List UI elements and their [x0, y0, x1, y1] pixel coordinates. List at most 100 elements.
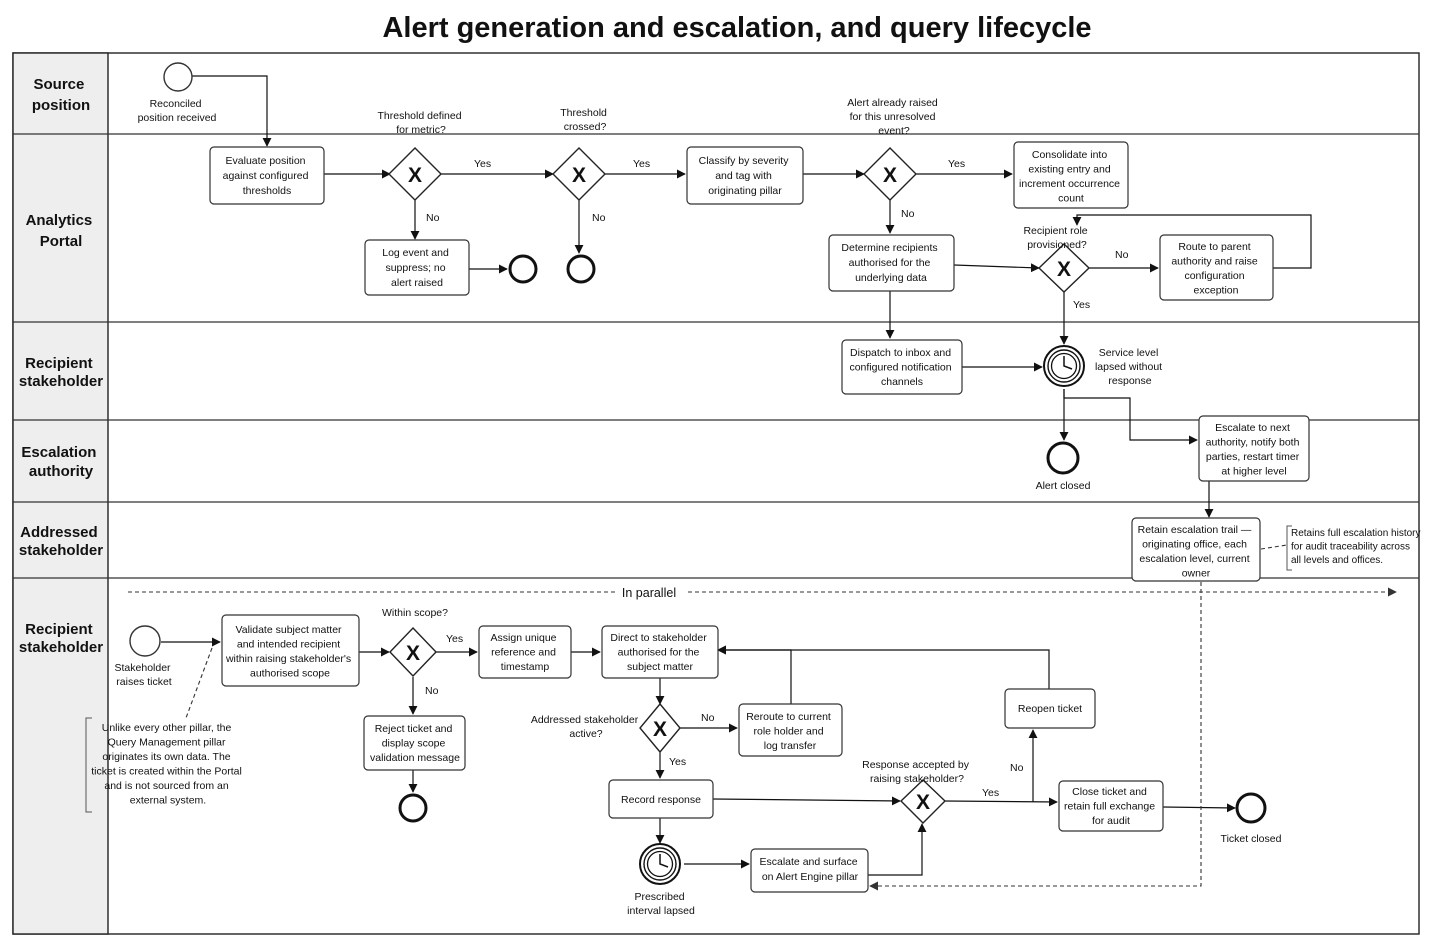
svg-text:Close ticket and retain: Close ticket and retain full exchange fo…: [1064, 786, 1158, 827]
timer-event-prescribed-interval: Prescribed interval lapsed: [627, 843, 695, 917]
task-reroute: Reroute to current role holder and log t…: [738, 703, 843, 757]
task-dispatch-inbox: Dispatch to inbox and configured notific…: [841, 339, 963, 395]
svg-text:Alert already raised for: Alert already raised for this unresolved…: [847, 97, 940, 137]
svg-text:No: No: [592, 212, 606, 224]
timer-event-service-level: Service level lapsed without response: [1043, 345, 1165, 387]
task-consolidate: Consolidate into existing entry and incr…: [1013, 141, 1129, 209]
svg-text:Yes: Yes: [633, 158, 650, 170]
end-event-rejected: [398, 793, 428, 823]
in-parallel-label: In parallel: [622, 586, 676, 600]
gateway-response-accepted: X Response accepted by raising stakehold…: [862, 759, 972, 824]
svg-text:Log event and suppress;: Log event and suppress; no alert raised: [382, 247, 451, 289]
svg-text:Reject ticket and displa: Reject ticket and display scope validati…: [370, 723, 460, 764]
sequence-flows: [161, 75, 1312, 876]
gateway-threshold-defined: X Threshold defined for metric?: [378, 110, 462, 201]
svg-text:Reopen ticket: Reopen ticket: [1018, 703, 1082, 715]
svg-text:Retain escalation trail —: Retain escalation trail — originating of…: [1138, 524, 1255, 580]
svg-text:Recipient role provision: Recipient role provisioned?: [1023, 225, 1090, 251]
svg-text:Yes: Yes: [1073, 299, 1090, 311]
svg-text:Stakeholder raises ticke: Stakeholder raises ticket: [115, 662, 174, 688]
svg-text:Alert closed: Alert closed: [1036, 480, 1091, 492]
svg-text:Escalate to next authori: Escalate to next authority, notify both …: [1206, 422, 1303, 478]
lane-label-analytics-portal: Analytics Portal: [26, 212, 97, 250]
svg-text:X: X: [572, 164, 586, 187]
gateway-threshold-crossed: X Threshold crossed?: [552, 107, 610, 201]
svg-text:X: X: [1057, 258, 1071, 281]
svg-text:No: No: [1010, 762, 1024, 774]
svg-text:Unlike every other pillar, the: Unlike every other pillar, the Query Man…: [91, 722, 245, 807]
svg-text:Evaluate position agains: Evaluate position against configured thr…: [223, 155, 312, 197]
svg-text:No: No: [426, 212, 440, 224]
end-event-alert-closed: Alert closed: [1036, 441, 1091, 492]
svg-text:Determine recipients aut: Determine recipients authorised for the …: [841, 242, 940, 284]
lane-label-escalation-authority: Escalation authority: [21, 444, 100, 480]
svg-text:X: X: [653, 718, 667, 741]
text-annotation-query-management: Unlike every other pillar, the Query Man…: [85, 717, 245, 813]
lane-label-recipient-stakeholder: Recipient stakeholder: [19, 355, 103, 390]
svg-text:Validate subject matter: Validate subject matter and intended rec…: [225, 624, 354, 680]
lane-label-recipient-stakeholder-query: Recipient stakeholder: [19, 621, 103, 656]
svg-text:Addressed stakeholder ac: Addressed stakeholder active?: [531, 714, 641, 740]
task-direct-to-stakeholder: Direct to stakeholder authorised for the…: [601, 625, 719, 679]
start-event-stakeholder-ticket: Stakeholder raises ticket: [115, 625, 174, 688]
svg-text:X: X: [408, 164, 422, 187]
svg-text:Response accepted by rai: Response accepted by raising stakeholder…: [862, 759, 972, 785]
task-reopen-ticket: Reopen ticket: [1004, 688, 1096, 729]
start-event-reconciled: Reconciled position received: [138, 62, 217, 124]
svg-text:X: X: [916, 791, 930, 814]
flow-labels: Yes No Yes No Yes No No Yes Yes No No Ye…: [425, 158, 1129, 799]
gateway-alert-already-raised: X Alert already raised for this unresolv…: [847, 97, 940, 201]
svg-text:No: No: [901, 208, 915, 220]
page-title: Alert generation and escalation, and que…: [382, 12, 1091, 44]
task-classify: Classify by severity and tag with origin…: [686, 146, 804, 205]
svg-text:Yes: Yes: [982, 787, 999, 799]
task-assign-reference: Assign unique reference and timestamp: [478, 625, 572, 679]
svg-text:No: No: [701, 712, 715, 724]
task-escalate-surface: Escalate and surface on Alert Engine pil…: [750, 848, 869, 893]
svg-text:No: No: [425, 685, 439, 697]
svg-text:Route to parent authorit: Route to parent authority and raise conf…: [1171, 241, 1260, 297]
svg-text:Record response: Record response: [621, 794, 701, 806]
task-retain-escalation-trail: Retain escalation trail — originating of…: [1131, 517, 1261, 582]
svg-text:Ticket closed: Ticket closed: [1221, 833, 1282, 845]
svg-text:Yes: Yes: [948, 158, 965, 170]
svg-text:X: X: [406, 642, 420, 665]
task-reject-ticket: Reject ticket and display scope validati…: [363, 715, 466, 771]
svg-text:X: X: [883, 164, 897, 187]
dashed-connectors: [128, 544, 1397, 891]
lane-label-addressed-stakeholder: Addressed stakeholder: [19, 524, 103, 559]
lane-label-source-position: Source position: [32, 76, 90, 114]
svg-text:Yes: Yes: [474, 158, 491, 170]
end-event-ticket-closed: Ticket closed: [1221, 792, 1282, 845]
svg-text:Consolidate into existin: Consolidate into existing entry and incr…: [1019, 149, 1123, 205]
task-validate-subject: Validate subject matter and intended rec…: [221, 614, 360, 687]
task-evaluate-position: Evaluate position against configured thr…: [209, 146, 325, 205]
end-event-suppressed: [508, 254, 538, 284]
svg-text:Dispatch to inbox and co: Dispatch to inbox and configured notific…: [849, 347, 954, 388]
svg-text:Direct to stakeholder au: Direct to stakeholder authorised for the…: [610, 632, 709, 673]
svg-text:Threshold crossed?: Threshold crossed?: [560, 107, 610, 133]
svg-text:Reconciled position rece: Reconciled position received: [138, 98, 217, 124]
svg-text:Yes: Yes: [446, 633, 463, 645]
svg-text:Service level lapsed wit: Service level lapsed without response: [1095, 347, 1165, 387]
end-event-no-threshold-cross: [566, 254, 596, 284]
svg-text:Prescribed interval laps: Prescribed interval lapsed: [627, 891, 695, 917]
text-annotation-audit: Retains full escalation history for audi…: [1286, 525, 1423, 571]
svg-text:Retains full escalation histor: Retains full escalation history for audi…: [1291, 528, 1423, 566]
task-escalate-next: Escalate to next authority, notify both …: [1198, 415, 1310, 482]
task-record-response: Record response: [608, 779, 714, 819]
svg-text:Within scope?: Within scope?: [382, 607, 448, 619]
svg-text:Reroute to current role: Reroute to current role holder and log t…: [746, 711, 834, 752]
svg-text:Yes: Yes: [669, 756, 686, 768]
gateway-role-provisioned: X Recipient role provisioned?: [1023, 225, 1091, 293]
gateway-addressed-active: X Addressed stakeholder active?: [531, 702, 681, 754]
gateway-within-scope: X Within scope?: [382, 607, 448, 678]
svg-text:Classify by severity and: Classify by severity and tag with origin…: [699, 155, 792, 197]
svg-text:Assign unique reference: Assign unique reference and timestamp: [491, 632, 560, 673]
task-close-ticket: Close ticket and retain full exchange fo…: [1058, 780, 1164, 832]
task-log-event: Log event and suppress; no alert raised: [364, 239, 470, 296]
svg-text:No: No: [1115, 249, 1129, 261]
task-determine-recipients: Determine recipients authorised for the …: [828, 234, 955, 292]
svg-text:Escalate and surface on: Escalate and surface on Alert Engine pil…: [760, 856, 861, 883]
